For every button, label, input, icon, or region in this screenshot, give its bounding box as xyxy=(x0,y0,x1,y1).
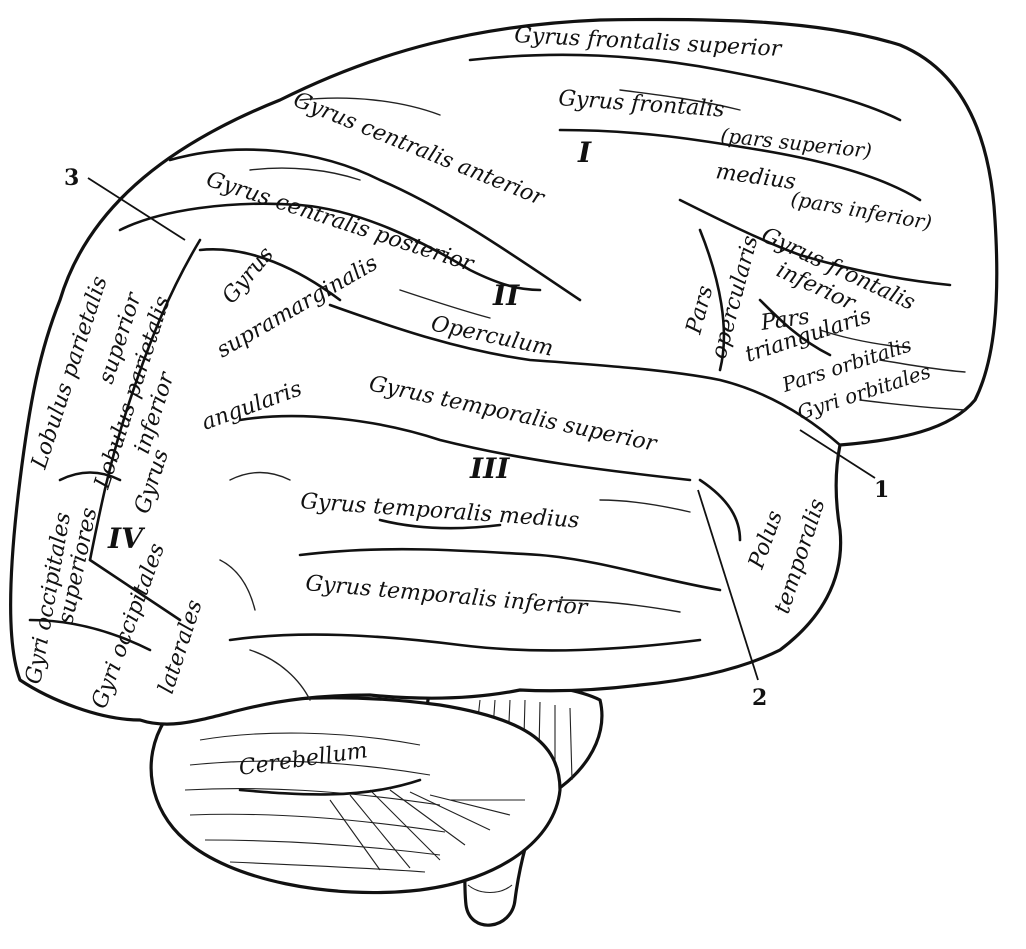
numeral-parietal: II xyxy=(492,279,520,312)
numeral-temporal: III xyxy=(469,452,510,485)
lobe-numerals: I II III IV xyxy=(107,136,592,555)
numeral-frontal: I xyxy=(577,136,592,169)
cerebellum xyxy=(149,696,562,895)
callout-1: 1 xyxy=(874,477,889,503)
numeral-occipital: IV xyxy=(107,522,146,555)
callout-3: 3 xyxy=(64,165,79,191)
callouts: 3 1 2 xyxy=(64,165,889,711)
cerebral-hemisphere xyxy=(8,17,999,726)
callout-leaders xyxy=(87,177,876,681)
callout-2: 2 xyxy=(752,685,767,711)
